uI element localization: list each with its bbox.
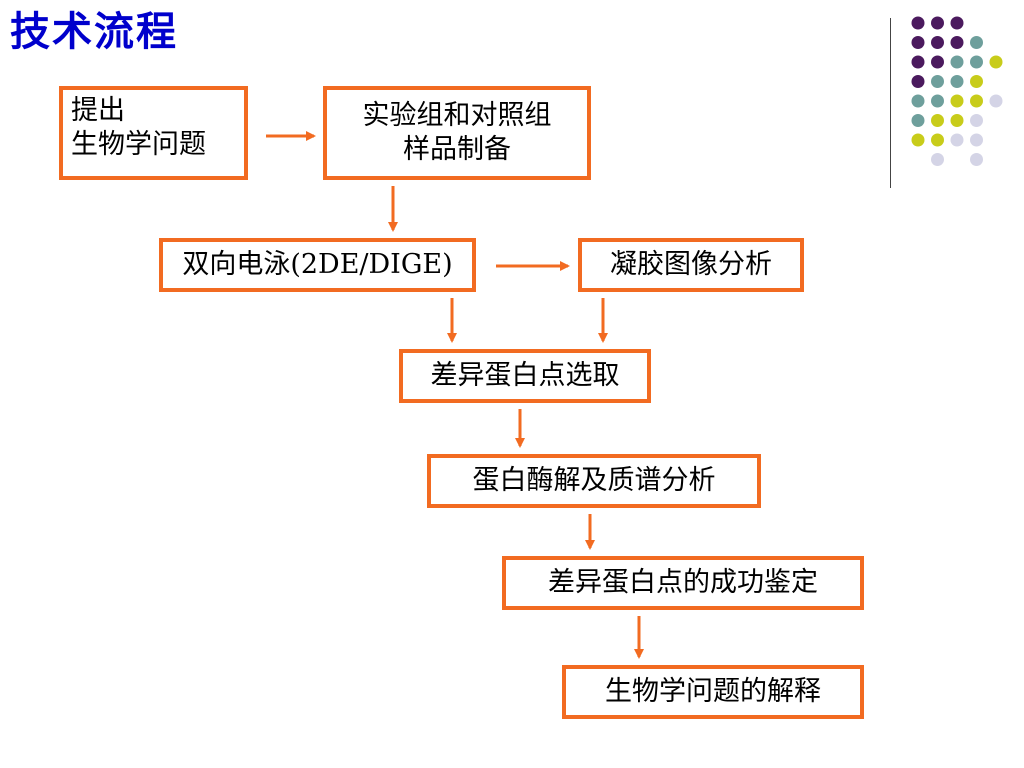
decor-dot-purple: [931, 55, 944, 69]
step-differential-spot-selection: 差异蛋白点选取: [399, 349, 651, 403]
decor-dot-teal: [931, 94, 944, 108]
decor-dot-lavender: [970, 114, 983, 127]
step-2d-electrophoresis: 双向电泳(2DE/DIGE): [159, 238, 476, 292]
decor-dot-purple: [931, 36, 944, 49]
step-propose-question-line2: 生物学问题: [71, 129, 206, 160]
decor-dot-purple: [931, 16, 944, 30]
decor-dot-lavender: [989, 94, 1003, 108]
step-identification-label: 差异蛋白点的成功鉴定: [548, 567, 818, 598]
decor-dot-grid: [911, 16, 1003, 166]
decor-dot-teal: [931, 75, 944, 88]
decor-divider-line: [890, 18, 891, 188]
decor-dot-yellow: [970, 94, 983, 108]
step-digestion-mass-spec-label: 蛋白酶解及质谱分析: [472, 465, 716, 496]
decor-dot-lavender: [970, 153, 983, 166]
decor-dot-yellow: [989, 55, 1003, 69]
slide-title: 技术流程: [10, 9, 178, 55]
decor-dot-yellow: [970, 75, 983, 88]
step-sample-prep-line2: 样品制备: [403, 134, 511, 165]
decor-dot-teal: [970, 55, 983, 69]
decor-dot-yellow: [931, 114, 944, 127]
decor-dot-yellow: [950, 94, 964, 108]
step-sample-prep: 实验组和对照组 样品制备: [323, 86, 591, 180]
step-propose-question-line1: 提出: [71, 95, 125, 126]
step-2d-electrophoresis-label: 双向电泳(2DE/DIGE): [182, 249, 453, 280]
decor-dot-yellow: [950, 114, 964, 127]
decor-dot-purple: [911, 55, 925, 69]
decor-dot-teal: [950, 75, 964, 88]
decor-dot-lavender: [950, 133, 964, 147]
step-propose-question: 提出 生物学问题: [59, 86, 248, 180]
step-interpretation: 生物学问题的解释: [562, 665, 864, 719]
decor-dot-yellow: [911, 133, 925, 147]
decor-dot-teal: [970, 36, 983, 49]
decor-dot-purple: [911, 36, 925, 49]
step-digestion-mass-spec: 蛋白酶解及质谱分析: [427, 454, 761, 508]
step-gel-image-analysis: 凝胶图像分析: [578, 238, 804, 292]
decor-dot-lavender: [970, 133, 983, 147]
step-differential-spot-selection-label: 差异蛋白点选取: [430, 360, 620, 391]
decor-dot-purple: [950, 36, 964, 49]
decor-dot-teal: [950, 55, 964, 69]
step-interpretation-label: 生物学问题的解释: [605, 676, 821, 707]
decor-dot-purple: [950, 16, 964, 30]
step-sample-prep-line1: 实验组和对照组: [362, 100, 552, 131]
decor-dot-purple: [911, 75, 925, 88]
decor-dot-purple: [911, 16, 925, 30]
decor-dot-teal: [911, 94, 925, 108]
decor-dot-lavender: [931, 153, 944, 166]
decor-dot-teal: [911, 114, 925, 127]
decor-dot-yellow: [931, 133, 944, 147]
step-gel-image-analysis-label: 凝胶图像分析: [610, 249, 772, 280]
step-identification: 差异蛋白点的成功鉴定: [502, 556, 864, 610]
